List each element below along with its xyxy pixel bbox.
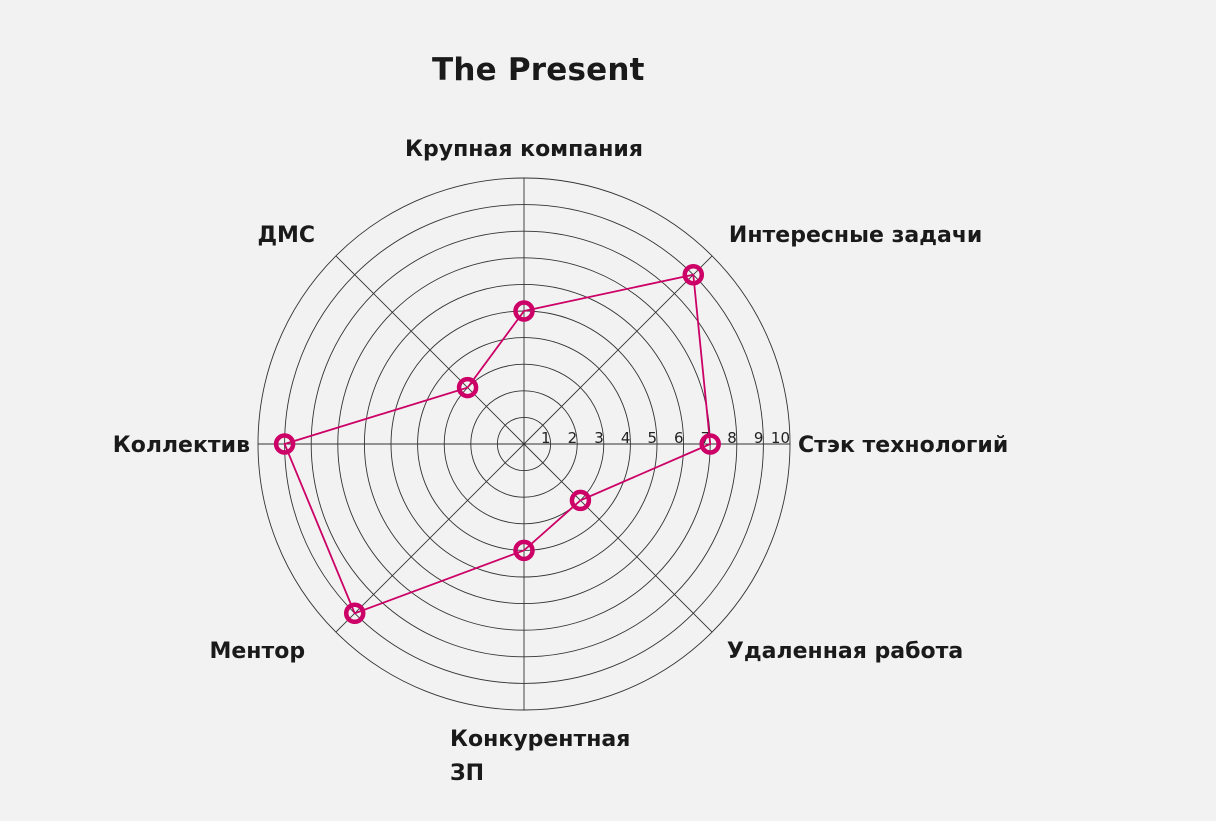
category-label: Ментор [209,639,305,664]
category-label: Стэк технологий [798,433,1008,458]
category-label-line: Удаленная работа [727,639,963,664]
data-point [682,263,705,286]
data-point [456,376,479,399]
category-label: Коллектив [113,433,250,458]
category-label-line: Конкурентная [450,727,630,752]
tick-label: 3 [594,429,604,447]
tick-label: 2 [568,429,578,447]
grid-spoke [335,255,525,445]
category-label-line: ЗП [450,761,484,786]
grid-spoke [523,255,713,445]
data-point [569,489,592,512]
category-label-line: Интересные задачи [729,223,982,248]
category-label-line: Ментор [209,639,305,664]
grid-spoke [335,443,525,633]
category-label-line: Коллектив [113,433,250,458]
series-line [283,273,712,615]
tick-label: 10 [771,429,790,447]
data-point [699,433,721,455]
tick-label: 1 [541,429,551,447]
grid-spoke [523,443,713,633]
data-point [273,433,296,455]
category-label: Интересные задачи [729,223,982,248]
category-label-line: Крупная компания [405,137,643,162]
tick-label: 6 [674,429,684,447]
category-label: Крупная компания [405,137,643,162]
data-point [513,300,535,322]
tick-label: 9 [754,429,764,447]
data-point [513,539,535,562]
category-label: ДМС [257,223,315,248]
tick-label: 8 [727,429,737,447]
category-label-line: ДМС [257,223,315,248]
chart-title: The Present [432,52,645,88]
category-label: Удаленная работа [727,639,963,664]
tick-label: 5 [647,429,657,447]
category-label-line: Стэк технологий [798,433,1008,458]
data-point [343,602,366,625]
tick-label: 4 [621,429,631,447]
